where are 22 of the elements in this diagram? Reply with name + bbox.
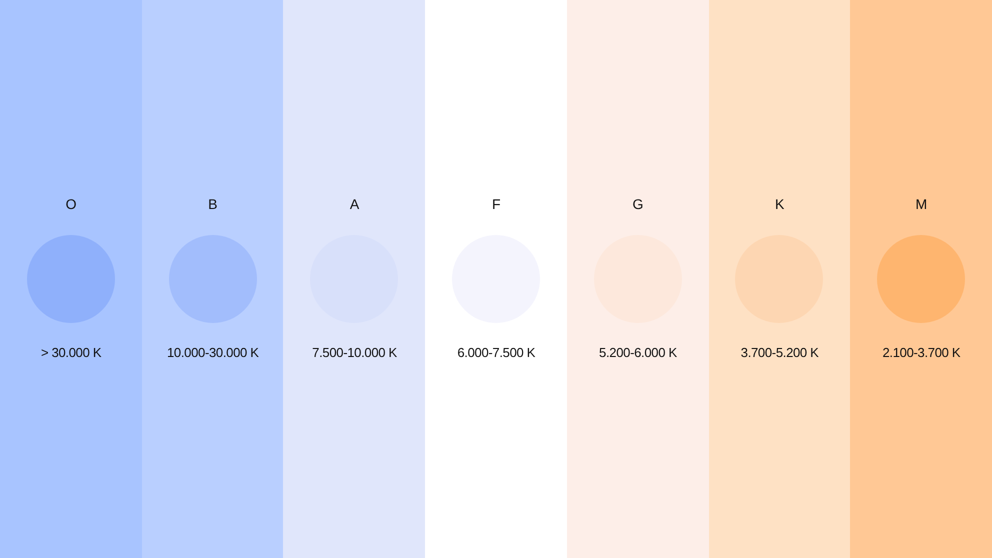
star-disc — [26, 235, 115, 323]
spectral-band — [566, 0, 710, 558]
spectral-class-letter: B — [208, 196, 218, 212]
temperature-range: 10.000-30.000 K — [166, 346, 259, 361]
spectral-band — [0, 0, 142, 558]
temperature-range: 5.200-6.000 K — [599, 346, 677, 361]
spectral-class-letter: A — [350, 196, 360, 212]
star-disc — [877, 235, 966, 323]
spectral-class-letter: F — [492, 196, 501, 212]
spectral-class-letter: G — [632, 196, 644, 212]
spectral-class-letter: M — [916, 196, 928, 212]
temperature-range: 6.000-7.500 K — [457, 346, 536, 361]
spectral-class-letter: K — [774, 196, 784, 212]
temperature-range: 2.100-3.700 K — [882, 346, 960, 361]
spectral-band — [142, 0, 284, 558]
temperature-range: 3.700-5.200 K — [740, 346, 819, 361]
temperature-range: > 30.000 K — [40, 346, 102, 361]
spectral-band — [708, 0, 851, 558]
spectral-band — [850, 0, 992, 558]
temperature-range: 7.500-10.000 K — [312, 346, 397, 361]
spectral-band — [283, 0, 426, 558]
spectral-class-letter: O — [66, 196, 77, 212]
